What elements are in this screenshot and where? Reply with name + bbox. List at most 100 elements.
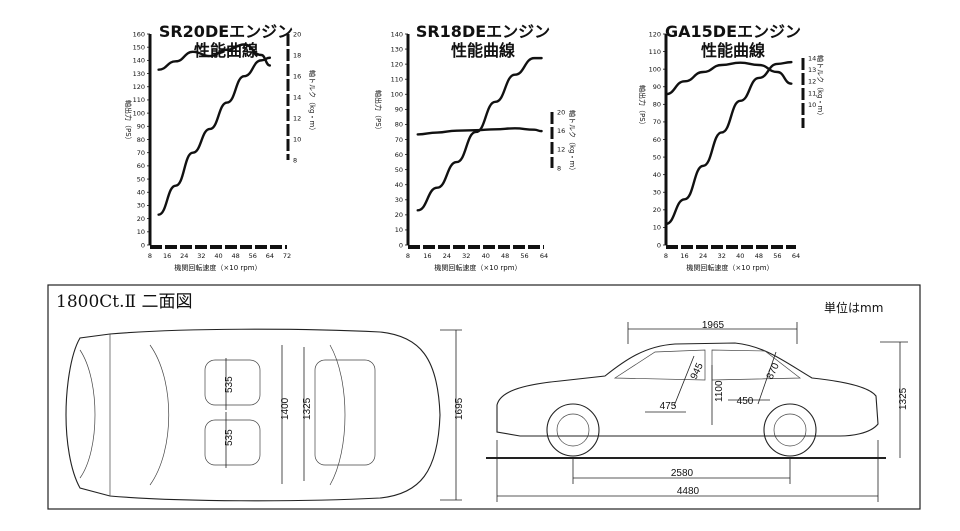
- x-tick-label: 16: [680, 252, 688, 260]
- y-tick-label: 10: [395, 226, 403, 234]
- front-seat-right: [204, 419, 261, 466]
- dim-front-headroom: 945: [689, 361, 706, 381]
- chart-title: SR20DEエンジン: [159, 22, 293, 41]
- top-view-dimensions: 535 535 1400 1325 1695: [224, 329, 465, 501]
- chart-title: GA15DEエンジン: [665, 22, 801, 41]
- y2-tick-label: 8: [557, 164, 561, 172]
- dim-wheelbase: 2580: [671, 468, 694, 479]
- x-tick-label: 8: [406, 252, 410, 260]
- torque-line: [664, 61, 793, 96]
- x-tick-label: 24: [443, 252, 451, 260]
- front-wheel: [546, 403, 600, 457]
- side-view-body: [496, 342, 879, 437]
- y-tick-label: 20: [395, 211, 403, 219]
- x-tick-label: 40: [482, 252, 490, 260]
- y-tick-label: 50: [653, 153, 661, 161]
- dim-line: [673, 355, 695, 407]
- y2-tick-label: 8: [293, 156, 297, 164]
- x-tick-label: 48: [501, 252, 509, 260]
- y-tick-label: 80: [653, 101, 661, 109]
- side-view-dimensions: 1965 945 870 475 1100 450 1325 2580 4480: [496, 320, 909, 502]
- x-tick-label: 72: [283, 252, 291, 260]
- x-tick-label: 40: [736, 252, 744, 260]
- y-tick-label: 40: [653, 171, 661, 179]
- y-tick-label: 90: [137, 123, 145, 131]
- dim-rear-seat-width: 535: [224, 429, 235, 446]
- y-tick-label: 120: [391, 60, 403, 68]
- dim-interior-length: 1965: [702, 320, 725, 331]
- y-tick-label: 130: [391, 45, 403, 53]
- front-seat-left: [204, 359, 261, 406]
- unit-label: 単位はmm: [824, 300, 883, 315]
- power-line: [664, 60, 793, 226]
- x-tick-label: 32: [462, 252, 470, 260]
- y-tick-label: 120: [649, 30, 661, 38]
- x-tick-label: 64: [540, 252, 548, 260]
- y-tick-label: 70: [395, 136, 403, 144]
- x-axis-label: 機関回転速度（×10 rpm）: [174, 263, 261, 272]
- y-tick-label: 20: [653, 206, 661, 214]
- x-tick-label: 32: [197, 252, 205, 260]
- y2-axis-label: 軸トルク（kg・m）: [816, 55, 825, 119]
- x-axis-label: 機関回転速度（×10 rpm）: [686, 263, 773, 272]
- y-tick-label: 150: [133, 43, 145, 51]
- dim-line: [757, 351, 777, 405]
- y-tick-label: 30: [395, 196, 403, 204]
- top-view-car: [65, 328, 441, 502]
- dim-rear-legroom: 450: [737, 396, 754, 407]
- y-tick-label: 50: [395, 166, 403, 174]
- chart-title: SR18DEエンジン: [416, 22, 550, 41]
- rear-window: [711, 349, 801, 381]
- y2-tick-label: 14: [808, 54, 816, 62]
- chart-sr20de: SR20DEエンジン 性能曲線 軸出力（PS） 軸トルク（kg・m） 機関回転速…: [124, 22, 317, 272]
- dim-overall-height: 1325: [898, 387, 909, 410]
- y2-tick-label: 10: [808, 101, 816, 109]
- chart-sr18de: SR18DEエンジン 性能曲線 軸出力（PS） 軸トルク（kg・m） 機関回転速…: [374, 22, 577, 272]
- y2-tick-label: 20: [293, 30, 301, 38]
- rear-wheel-hub: [773, 413, 807, 447]
- y-tick-label: 10: [137, 228, 145, 236]
- y-tick-label: 160: [133, 30, 145, 38]
- y2-tick-label: 10: [293, 135, 301, 143]
- dim-interior-width: 1400: [280, 397, 291, 420]
- y-tick-label: 90: [653, 83, 661, 91]
- x-tick-label: 64: [266, 252, 274, 260]
- x-tick-label: 48: [755, 252, 763, 260]
- rear-wheel: [763, 403, 817, 457]
- dim-overall-length: 4480: [677, 486, 700, 497]
- x-axis-label: 機関回転速度（×10 rpm）: [434, 263, 521, 272]
- top-view-hood: [79, 349, 96, 479]
- rear-seat: [314, 359, 376, 466]
- y-tick-label: 50: [137, 175, 145, 183]
- y-tick-label: 60: [395, 151, 403, 159]
- y-tick-label: 90: [395, 106, 403, 114]
- y-tick-label: 80: [395, 121, 403, 129]
- y-tick-label: 110: [391, 76, 403, 84]
- x-tick-label: 40: [214, 252, 222, 260]
- front-wheel-hub: [556, 413, 590, 447]
- x-tick-label: 56: [520, 252, 528, 260]
- side-view-car: [486, 342, 886, 459]
- y-tick-label: 120: [133, 83, 145, 91]
- dim-front-legroom: 475: [660, 401, 677, 412]
- x-tick-label: 56: [773, 252, 781, 260]
- x-tick-label: 24: [180, 252, 188, 260]
- y-axis-label: 軸出力（PS）: [638, 85, 647, 129]
- y-tick-label: 60: [653, 136, 661, 144]
- y-tick-label: 100: [649, 65, 661, 73]
- diagram-title: 1800Ct.Ⅱ 二面図: [56, 292, 192, 312]
- x-tick-label: 8: [148, 252, 152, 260]
- y2-tick-label: 12: [293, 114, 301, 122]
- chart-ga15de: GA15DEエンジン 性能曲線 軸出力（PS） 軸トルク（kg・m） 機関回転速…: [638, 22, 825, 272]
- top-view-windshield: [149, 344, 169, 486]
- y-tick-label: 110: [133, 96, 145, 104]
- y-tick-label: 30: [137, 202, 145, 210]
- dim-tread: 1325: [302, 397, 313, 420]
- x-tick-label: 24: [699, 252, 707, 260]
- dim-interior-height: 1100: [714, 380, 725, 402]
- y-tick-label: 130: [133, 70, 145, 78]
- y-tick-label: 100: [391, 91, 403, 99]
- x-tick-label: 8: [664, 252, 668, 260]
- y-tick-label: 140: [391, 30, 403, 38]
